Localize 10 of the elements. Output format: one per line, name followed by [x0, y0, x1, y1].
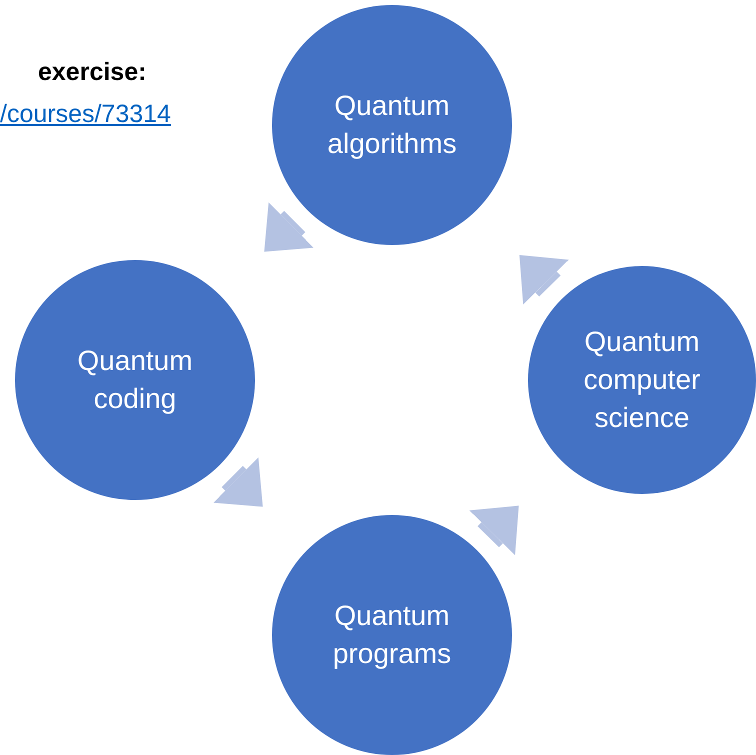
- block-arrow: [469, 506, 519, 556]
- note-heading: exercise:: [38, 58, 146, 87]
- block-arrow: [213, 457, 263, 507]
- block-arrow: [264, 202, 314, 252]
- node-label: Quantum coding: [76, 344, 194, 416]
- node-label: Quantum computer science: [582, 325, 702, 435]
- node-label: Quantum algorithms: [326, 89, 458, 161]
- node-label: Quantum programs: [332, 599, 452, 671]
- link: /courses/73314: [0, 100, 171, 129]
- block-arrow: [519, 254, 569, 304]
